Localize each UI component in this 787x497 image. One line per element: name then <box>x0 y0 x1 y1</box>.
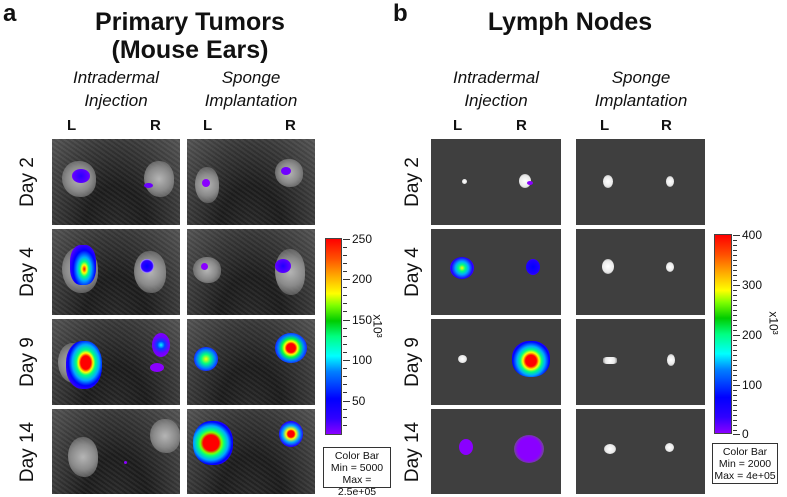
panel-b-g2-right-label: R <box>661 117 672 134</box>
panel-a-tick-150: 150 <box>352 313 373 327</box>
image-a-intradermal-day14 <box>52 409 180 494</box>
panel-b-tick-200: 200 <box>742 328 763 342</box>
panel-a-group2-line1: Sponge <box>221 68 281 87</box>
image-b-sponge-day14 <box>576 409 705 494</box>
panel-a-colorbar <box>325 238 342 435</box>
panel-a-tick-200: 200 <box>352 272 373 286</box>
panel-a-tick-250: 250 <box>352 232 373 246</box>
panel-a-tick-100: 100 <box>352 353 373 367</box>
image-a-sponge-day14 <box>187 409 315 494</box>
image-b-intradermal-day9 <box>431 319 561 405</box>
panel-b-colorbar-box-max: Max = 4e+05 <box>714 470 776 482</box>
image-a-intradermal-day2 <box>52 139 180 225</box>
panel-b-tick-0: 0 <box>742 427 749 441</box>
panel-b-row-label-day14: Day 14 <box>402 421 423 483</box>
panel-a-colorbar-box-title: Color Bar <box>334 450 380 462</box>
panel-b-row-label-day9: Day 9 <box>402 337 423 387</box>
panel-b-row-label-day2: Day 2 <box>402 157 423 207</box>
panel-b-tick-400: 400 <box>742 228 763 242</box>
image-b-sponge-day2 <box>576 139 705 225</box>
panel-b-title: Lymph Nodes <box>487 8 653 36</box>
panel-a-colorbar-box-min: Min = 5000 <box>330 462 384 474</box>
panel-b-tick-100: 100 <box>742 378 763 392</box>
panel-b-group1-line1: Intradermal <box>453 68 539 87</box>
image-b-intradermal-day2 <box>431 139 561 225</box>
image-a-sponge-day2 <box>187 139 315 225</box>
panel-b-colorbar-box-title: Color Bar <box>722 446 768 458</box>
panel-a-row-label-day14: Day 14 <box>17 421 38 483</box>
panel-b-group1-line2: Injection <box>464 91 528 110</box>
panel-b-g1-left-label: L <box>453 117 463 134</box>
panel-a-row-label-day9: Day 9 <box>17 337 38 387</box>
panel-b-letter: b <box>393 0 408 27</box>
panel-b-colorbar-info-box: Color Bar Min = 2000 Max = 4e+05 <box>712 443 778 484</box>
image-a-intradermal-day4 <box>52 229 180 315</box>
image-a-sponge-day4 <box>187 229 315 315</box>
panel-b-group2-line1: Sponge <box>611 68 671 87</box>
panel-a-tick-50: 50 <box>352 394 366 408</box>
panel-a-colorbar-unit: x10³ <box>370 314 385 338</box>
panel-a-group2-line2: Implantation <box>204 91 298 110</box>
panel-b-g1-right-label: R <box>516 117 527 134</box>
panel-b-colorbar <box>714 234 732 434</box>
panel-b-colorbar-unit: x10³ <box>766 311 781 335</box>
image-b-sponge-day4 <box>576 229 705 315</box>
panel-a-letter: a <box>3 0 17 27</box>
image-a-intradermal-day9 <box>52 319 180 405</box>
panel-b-group2-line2: Implantation <box>594 91 688 110</box>
image-a-sponge-day9 <box>187 319 315 405</box>
image-b-intradermal-day4 <box>431 229 561 315</box>
panel-a-row-label-day4: Day 4 <box>17 247 38 297</box>
panel-a-group1-line2: Injection <box>84 91 148 110</box>
panel-a-group1-line1: Intradermal <box>73 68 159 87</box>
image-b-sponge-day9 <box>576 319 705 405</box>
panel-a-title-line2: (Mouse Ears) <box>111 36 269 64</box>
image-b-intradermal-day14 <box>431 409 561 494</box>
panel-b-tick-300: 300 <box>742 278 763 292</box>
panel-a-colorbar-box-max: Max = 2.5e+05 <box>337 474 377 497</box>
panel-a-colorbar-info-box: Color Bar Min = 5000 Max = 2.5e+05 <box>323 447 391 497</box>
panel-a-g2-right-label: R <box>285 117 296 134</box>
panel-a-g2-left-label: L <box>203 117 213 134</box>
panel-a-g1-right-label: R <box>150 117 161 134</box>
panel-b-colorbar-box-min: Min = 2000 <box>718 458 772 470</box>
panel-a-title-line1: Primary Tumors <box>95 8 285 36</box>
panel-a-g1-left-label: L <box>67 117 77 134</box>
panel-b-row-label-day4: Day 4 <box>402 247 423 297</box>
panel-b-g2-left-label: L <box>600 117 610 134</box>
panel-a-row-label-day2: Day 2 <box>17 157 38 207</box>
